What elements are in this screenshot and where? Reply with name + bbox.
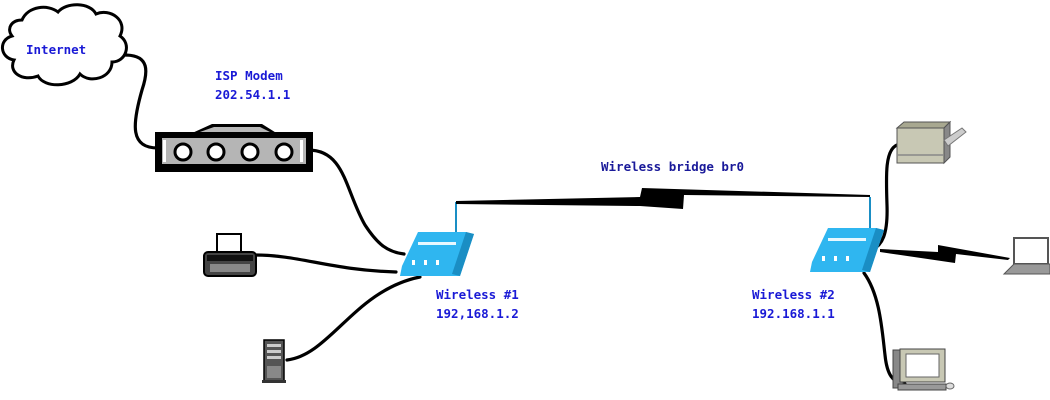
isp-modem-name: ISP Modem bbox=[215, 68, 283, 83]
modem-icon bbox=[155, 124, 313, 172]
wireless2-ip: 192.168.1.1 bbox=[752, 306, 835, 321]
desktop-computer-icon bbox=[892, 348, 955, 391]
cable-fax-wireless1 bbox=[253, 253, 398, 274]
internet-label: Internet bbox=[26, 42, 87, 57]
printer-icon bbox=[895, 120, 967, 165]
cable-server-wireless1 bbox=[285, 275, 422, 362]
laptop-icon bbox=[1002, 237, 1050, 275]
wireless1-name: Wireless #1 bbox=[436, 287, 519, 302]
cable-printer-wireless2 bbox=[870, 143, 899, 252]
wireless1-ip: 192,168.1.2 bbox=[436, 306, 519, 321]
wireless-laptop-link bbox=[880, 245, 1010, 263]
wireless-bridge-label: Wireless bridge br0 bbox=[601, 159, 744, 174]
fax-machine-icon bbox=[203, 233, 257, 277]
cloud-icon bbox=[1, 3, 128, 87]
wireless-bridge-link bbox=[456, 188, 870, 209]
cable-modem-wireless1 bbox=[306, 148, 406, 256]
wireless2-name: Wireless #2 bbox=[752, 287, 835, 302]
wireless-router-icon bbox=[400, 232, 474, 276]
isp-modem-ip: 202.54.1.1 bbox=[215, 87, 291, 102]
wireless-router-icon bbox=[810, 228, 884, 272]
cable-internet-modem bbox=[123, 53, 160, 150]
tower-server-icon bbox=[262, 339, 286, 383]
